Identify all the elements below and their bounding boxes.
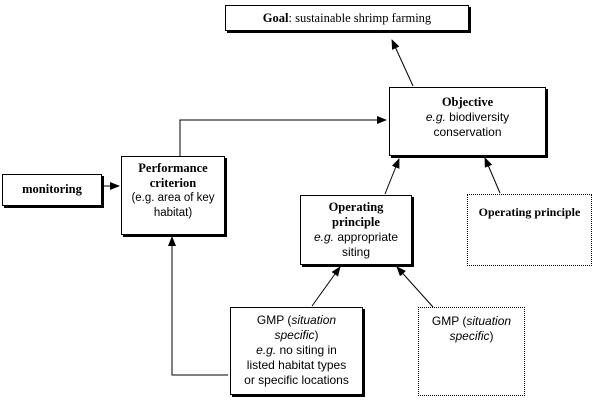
performance-title-2: criterion	[149, 176, 197, 190]
operating-principle-alt-box: Operating principle	[467, 194, 592, 266]
arrow-performance-to-objective	[179, 116, 387, 156]
operating-principle-box: Operating principle e.g. appropriate sit…	[300, 195, 412, 265]
gmp-title-cont: specific)	[274, 328, 319, 342]
gmp-example-cont: listed habitat types	[246, 358, 347, 372]
objective-title: Objective	[441, 95, 494, 109]
objective-example-cont: conservation	[433, 125, 502, 139]
gmp-title: GMP (situation	[256, 313, 337, 327]
arrow-gmp-to-performance	[168, 236, 228, 376]
objective-box: Objective e.g. biodiversity conservation	[389, 87, 546, 156]
gmp-alt-title-cont: specific)	[449, 329, 494, 343]
monitoring-box: monitoring	[2, 174, 102, 206]
operating-principle-example: e.g. appropriate	[313, 230, 399, 244]
arrow-opprinciple-alt-to-objective	[484, 157, 501, 194]
gmp-alt-box: GMP (situation specific)	[418, 307, 525, 396]
performance-title: Performance	[138, 161, 208, 175]
arrow-gmp-to-opprinciple	[311, 266, 341, 307]
monitoring-label: monitoring	[22, 182, 82, 196]
performance-example-cont: habitat)	[153, 207, 193, 219]
operating-principle-alt-title: Operating principle	[478, 205, 581, 219]
performance-example: (e.g. area of key	[131, 192, 215, 204]
operating-principle-title: Operating	[328, 200, 384, 214]
operating-principle-title-2: principle	[332, 215, 380, 229]
gmp-example-cont-2: or specific locations	[244, 373, 349, 387]
performance-criterion-box: Performance criterion (e.g. area of key …	[121, 156, 225, 235]
operating-principle-example-cont: siting	[341, 245, 370, 259]
goal-text: Goal: sustainable shrimp farming	[262, 11, 432, 25]
arrow-opprinciple-to-objective	[384, 158, 400, 195]
goal-box: Goal: sustainable shrimp farming	[225, 5, 469, 31]
gmp-example: e.g. no siting in	[256, 343, 337, 357]
arrow-objective-to-goal	[391, 39, 414, 87]
gmp-alt-title: GMP (situation	[431, 314, 512, 328]
gmp-box: GMP (situation specific) e.g. no siting …	[230, 307, 363, 395]
objective-example: e.g. biodiversity	[425, 110, 510, 124]
arrow-gmp-alt-to-opprinciple	[396, 266, 434, 308]
